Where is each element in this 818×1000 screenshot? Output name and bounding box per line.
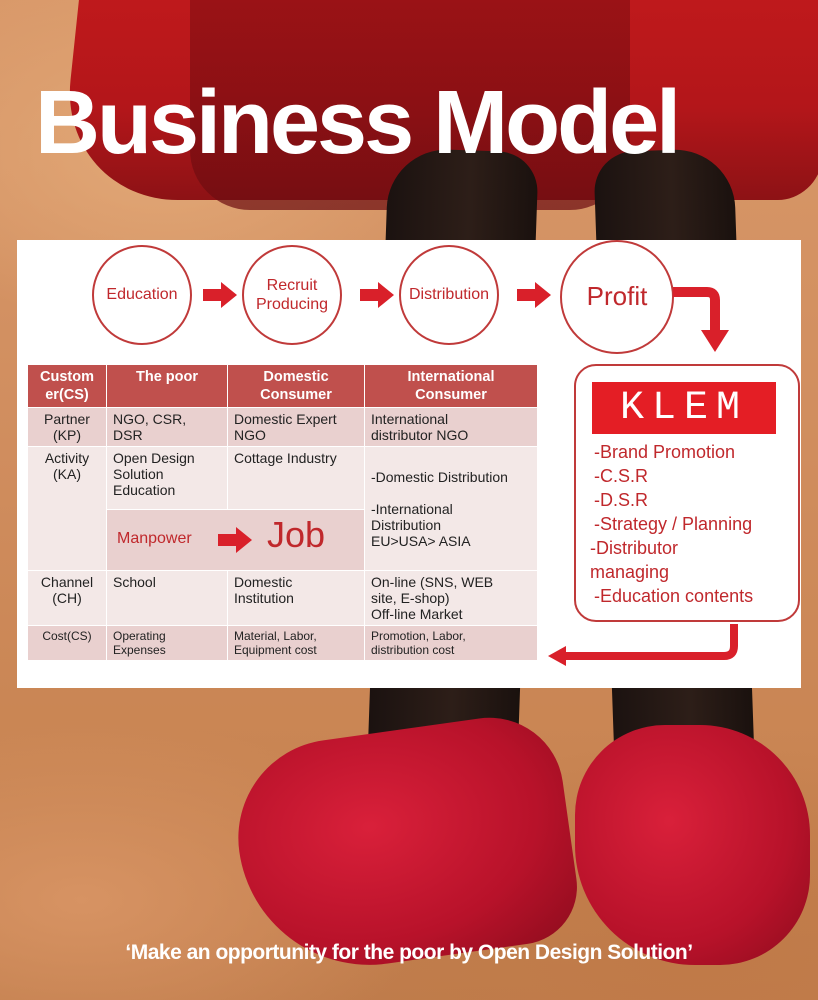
arrow-right-icon [218,527,252,553]
arrow-right-icon [203,282,237,308]
manpower-job-cell: Manpower Job [106,509,365,571]
step-distribution-label: Distribution [408,286,490,304]
partner-international: International distributor NGO [364,407,538,447]
activity-domestic: Cottage Industry [227,446,365,510]
step-education: Education [92,245,192,345]
step-distribution: Distribution [399,245,499,345]
row-label-activity: Activity (KA) [27,446,107,571]
row-label-partner: Partner (KP) [27,407,107,447]
table-row-partner: Partner (KP) NGO, CSR, DSR Domestic Expe… [27,407,538,447]
header-the-poor: The poor [106,364,228,408]
list-item: -C.S.R [594,466,648,486]
arrow-right-icon [517,282,551,308]
table-row-channel: Channel (CH) School Domestic Institution… [27,570,538,626]
step-profit-label: Profit [586,281,648,312]
business-model-table: Custom er(CS) The poor Domestic Consumer… [27,364,538,661]
channel-international: On-line (SNS, WEB site, E-shop) Off-line… [364,570,538,626]
step-recruit-producing: Recruit Producing [242,245,342,345]
row-label-cost: Cost(CS) [27,625,107,661]
arrow-right-icon [360,282,394,308]
klem-box: KLEM -Brand Promotion -C.S.R -D.S.R -Str… [574,364,800,622]
channel-domestic: Domestic Institution [227,570,365,626]
job-label: Job [267,514,326,555]
header-customer: Custom er(CS) [27,364,107,408]
channel-poor: School [106,570,228,626]
return-arrow-icon [548,624,738,666]
header-domestic-consumer: Domestic Consumer [227,364,365,408]
list-item: -Brand Promotion [594,442,736,462]
activity-poor: Open Design Solution Education [106,446,228,510]
business-model-panel: Education Recruit Producing Distribution… [17,240,801,688]
step-recruit-producing-label: Recruit Producing [255,276,329,313]
manpower-label: Manpower [117,530,192,547]
step-profit: Profit [560,240,674,354]
page-title: Business Model [35,73,681,173]
row-label-channel: Channel (CH) [27,570,107,626]
table-row-activity: Activity (KA) Open Design Solution Educa… [27,446,538,571]
list-item: -Strategy / Planning [594,514,753,534]
list-item: -D.S.R [594,490,648,510]
partner-poor: NGO, CSR, DSR [106,407,228,447]
cost-international: Promotion, Labor, distribution cost [364,625,538,661]
table-header-row: Custom er(CS) The poor Domestic Consumer… [27,364,538,408]
cost-domestic: Material, Labor, Equipment cost [227,625,365,661]
list-item: -Education contents [594,586,754,606]
klem-list: -Brand Promotion -C.S.R -D.S.R -Strategy… [590,440,754,608]
bend-down-arrow-icon [673,287,729,352]
partner-domestic: Domestic Expert NGO [227,407,365,447]
right-red-shoe-shape [575,725,810,965]
table-row-job: Manpower Job [28,509,538,571]
list-item: -Distributor managing [590,538,679,582]
klem-logo: KLEM [592,382,776,434]
step-education-label: Education [106,286,178,304]
slogan: ‘Make an opportunity for the poor by Ope… [125,941,693,964]
header-international-consumer: International Consumer [364,364,538,408]
table-row-cost: Cost(CS) Operating Expenses Material, La… [27,625,538,661]
cost-poor: Operating Expenses [106,625,228,661]
activity-international: -Domestic Distribution -International Di… [364,446,538,571]
